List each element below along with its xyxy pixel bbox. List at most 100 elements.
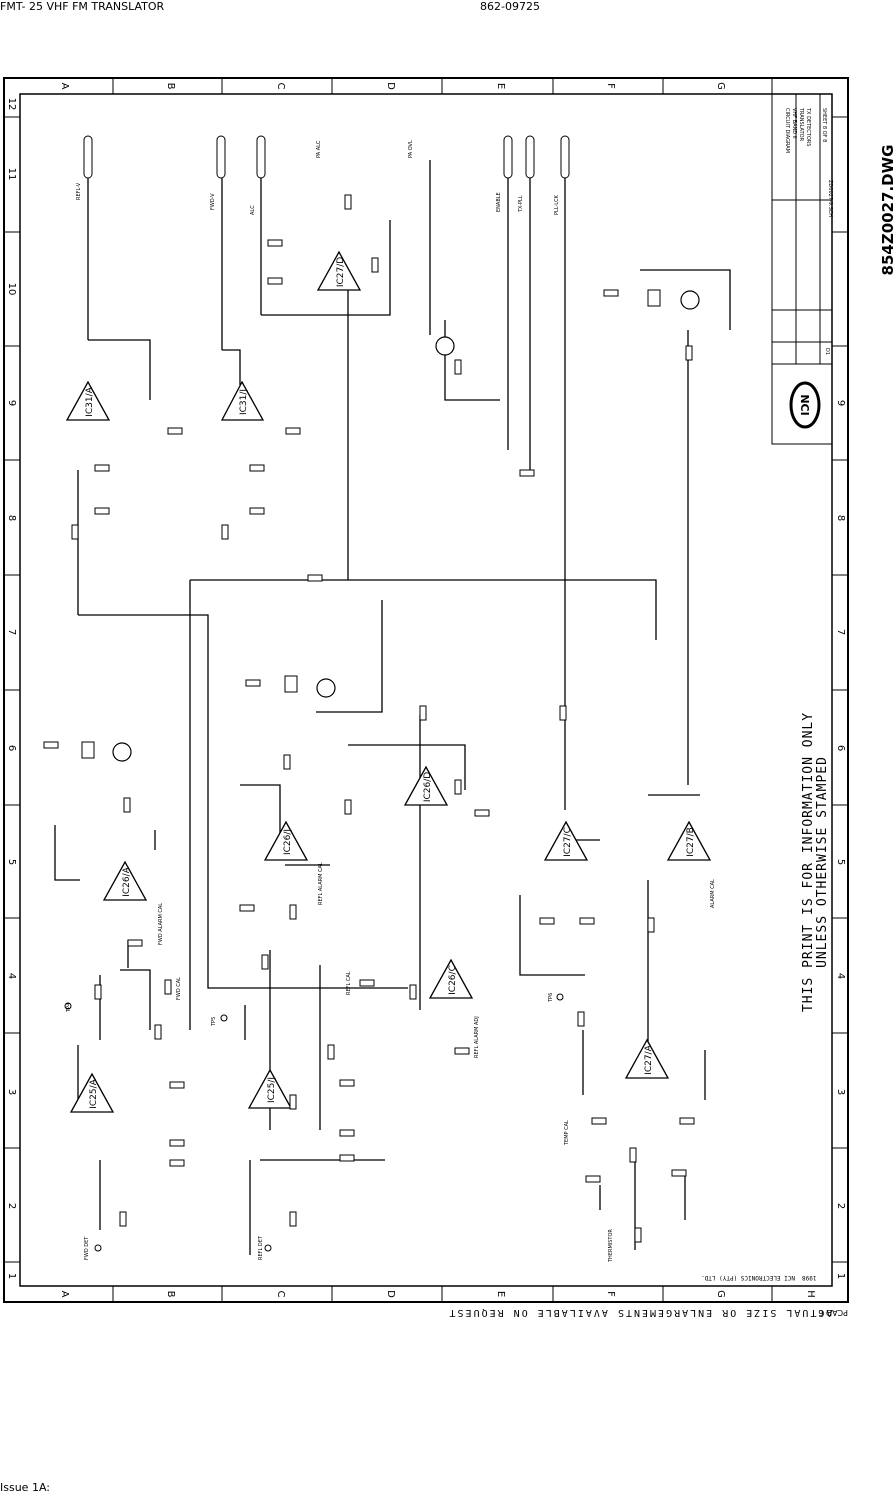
label-refl-det: REFL DET bbox=[258, 1235, 264, 1260]
title-block-frame bbox=[771, 93, 833, 445]
company-name: NCI ELECTRONICS (PTY) LTD. bbox=[701, 1274, 795, 1281]
grid-row-8: 8 bbox=[6, 515, 17, 521]
ic27b-label: IC27/B bbox=[686, 827, 696, 857]
wiring bbox=[54, 160, 731, 1255]
grid-row-5-right: 5 bbox=[835, 859, 846, 865]
grid-col-c-bottom: C bbox=[275, 1291, 286, 1298]
grid-row-7-right: 7 bbox=[835, 629, 846, 635]
label-pll-lck: PLL-LCK bbox=[554, 194, 560, 215]
label-alc: ALC bbox=[250, 205, 256, 215]
grid-col-b: B bbox=[165, 83, 176, 90]
ic26c-label: IC26/C bbox=[448, 965, 458, 995]
bottom-note: ACTUAL SIZE OR ENLARGEMENTS AVAILABLE ON… bbox=[448, 1307, 833, 1318]
grid-col-g: G bbox=[715, 82, 726, 90]
grid-row-2: 2 bbox=[6, 1203, 17, 1209]
copyright-year: 1998 bbox=[802, 1274, 817, 1281]
grid-col-e-bottom: E bbox=[495, 1291, 506, 1297]
ic27d-label: IC27/D bbox=[336, 257, 346, 287]
label-tp5: TP5 bbox=[211, 1017, 217, 1027]
grid-row-10: 10 bbox=[6, 283, 17, 296]
opamp-symbols bbox=[65, 250, 712, 1113]
ic27c-label: IC27/C bbox=[563, 827, 573, 857]
grid-col-a-bottom: A bbox=[59, 1291, 70, 1298]
drawing-number: 854Z0027.DWG bbox=[879, 145, 895, 276]
grid-row-6: 6 bbox=[6, 745, 17, 751]
grid-col-h-bottom: H bbox=[805, 1290, 816, 1298]
transistors bbox=[112, 290, 700, 762]
label-tp6: TP6 bbox=[548, 993, 554, 1003]
label-fwd-cal: FWD CAL bbox=[176, 977, 182, 1000]
ic31a-label: IC31/A bbox=[85, 386, 95, 416]
outer-border bbox=[3, 77, 849, 1303]
title-number: ZD0027-9.SCH bbox=[827, 180, 833, 217]
grid-column-labels: A B C D E F G A B C D E F G H bbox=[59, 82, 816, 1298]
grid-row-9-right: 9 bbox=[835, 400, 846, 406]
title-line-3: TRANSLATOR bbox=[798, 107, 804, 142]
grid-row-7: 7 bbox=[6, 629, 17, 635]
grid-row-12: 12 bbox=[6, 98, 17, 111]
label-alarm-cal: ALARM CAL bbox=[710, 879, 716, 908]
title-size: D1 bbox=[824, 348, 830, 355]
title-line-1: CIRCUIT DIAGRAM bbox=[784, 108, 790, 153]
footer-issue: Issue 1A: bbox=[0, 1481, 50, 1494]
label-fwd-v: FWD-V bbox=[210, 193, 216, 210]
grid-col-a: A bbox=[59, 83, 70, 90]
label-pa-ovl: PA OVL bbox=[408, 140, 414, 158]
ic-labels: IC31/A IC31/J IC27/D IC26/A IC26/J IC26/… bbox=[85, 257, 696, 1109]
inner-border bbox=[19, 93, 833, 1287]
grid-col-f: F bbox=[605, 83, 616, 89]
grid-row-5: 5 bbox=[6, 859, 17, 865]
grid-row-9: 9 bbox=[6, 400, 17, 406]
stamp-line-2: UNLESS OTHERWISE STAMPED bbox=[815, 756, 830, 968]
grid-row-1: 1 bbox=[6, 1273, 17, 1279]
logo-text: NCI bbox=[798, 394, 811, 415]
stamp-line-1: THIS PRINT IS FOR INFORMATION ONLY bbox=[801, 712, 816, 1012]
grid-col-f-bottom: F bbox=[605, 1291, 616, 1297]
test-points bbox=[64, 993, 564, 1252]
ic31j-label: IC31/J bbox=[239, 389, 249, 415]
passive-components bbox=[43, 194, 695, 1243]
grid-col-c: C bbox=[275, 83, 286, 90]
grid-col-g-bottom: G bbox=[715, 1290, 726, 1298]
ic27a-label: IC27/A bbox=[644, 1044, 654, 1074]
grid-row-2-right: 2 bbox=[835, 1203, 846, 1209]
title-line-2: VHF BAND II bbox=[791, 108, 797, 139]
title-sheet: SHEET 8 OF 8 bbox=[821, 108, 827, 142]
grid-col-d: D bbox=[385, 82, 396, 90]
label-temp-cal: TEMP CAL bbox=[564, 1120, 570, 1146]
header-title: FMT- 25 VHF FM TRANSLATOR bbox=[0, 0, 165, 13]
label-tx-pll: TX-PLL bbox=[518, 195, 524, 213]
grid-col-e: E bbox=[495, 83, 506, 89]
ic26j-label: IC26/J bbox=[283, 829, 293, 855]
signal-labels: REFL-V FWD-V ALC PA ALC PA OVL ENABLE TX… bbox=[66, 140, 716, 1263]
ic25j-label: IC25/J bbox=[267, 1077, 277, 1103]
ic26a-label: IC26/A bbox=[122, 866, 132, 896]
label-refl-cal: REFL CAL bbox=[346, 971, 352, 995]
grid-row-6-right: 6 bbox=[835, 745, 846, 751]
title-line-4: TX DETECTORS bbox=[805, 107, 811, 146]
header-doc-number: 862-09725 bbox=[480, 0, 540, 13]
label-refl-alarm-adj: REFL ALARM ADJ bbox=[474, 1016, 480, 1058]
label-pa-alc: PA ALC bbox=[316, 140, 322, 158]
label-refl-v: REFL-V bbox=[76, 182, 82, 200]
grid-row-11: 11 bbox=[6, 168, 17, 181]
label-thermistor: THERMISTOR bbox=[608, 1229, 614, 1263]
grid-col-d-bottom: D bbox=[385, 1290, 396, 1298]
title-block-text: CIRCUIT DIAGRAM VHF BAND II TRANSLATOR T… bbox=[784, 107, 833, 355]
nci-logo: NCI bbox=[789, 381, 821, 429]
grid-row-3: 3 bbox=[6, 1089, 17, 1095]
grid-row-4-right: 4 bbox=[835, 973, 846, 979]
signal-connectors bbox=[83, 135, 570, 179]
label-enable: ENABLE bbox=[496, 192, 502, 212]
ic25a-label: IC25/A bbox=[89, 1078, 99, 1108]
grid-row-labels: 1 2 3 4 5 6 7 8 9 10 11 12 1 2 3 4 5 6 7… bbox=[6, 98, 846, 1280]
led-blocks bbox=[81, 289, 661, 759]
bottom-code: PCAD 6 bbox=[818, 1308, 848, 1317]
label-fwd-alarm-cal: FWD ALARM CAL bbox=[158, 903, 164, 945]
grid-ticks bbox=[4, 78, 848, 1302]
grid-row-8-right: 8 bbox=[835, 515, 846, 521]
ic26d-label: IC26/D bbox=[423, 772, 433, 802]
label-fwd-det: FWD DET bbox=[84, 1236, 90, 1260]
grid-row-1-right: 1 bbox=[835, 1273, 846, 1279]
label-refl-alarm-cal: REFL ALARM CAL bbox=[318, 862, 324, 905]
